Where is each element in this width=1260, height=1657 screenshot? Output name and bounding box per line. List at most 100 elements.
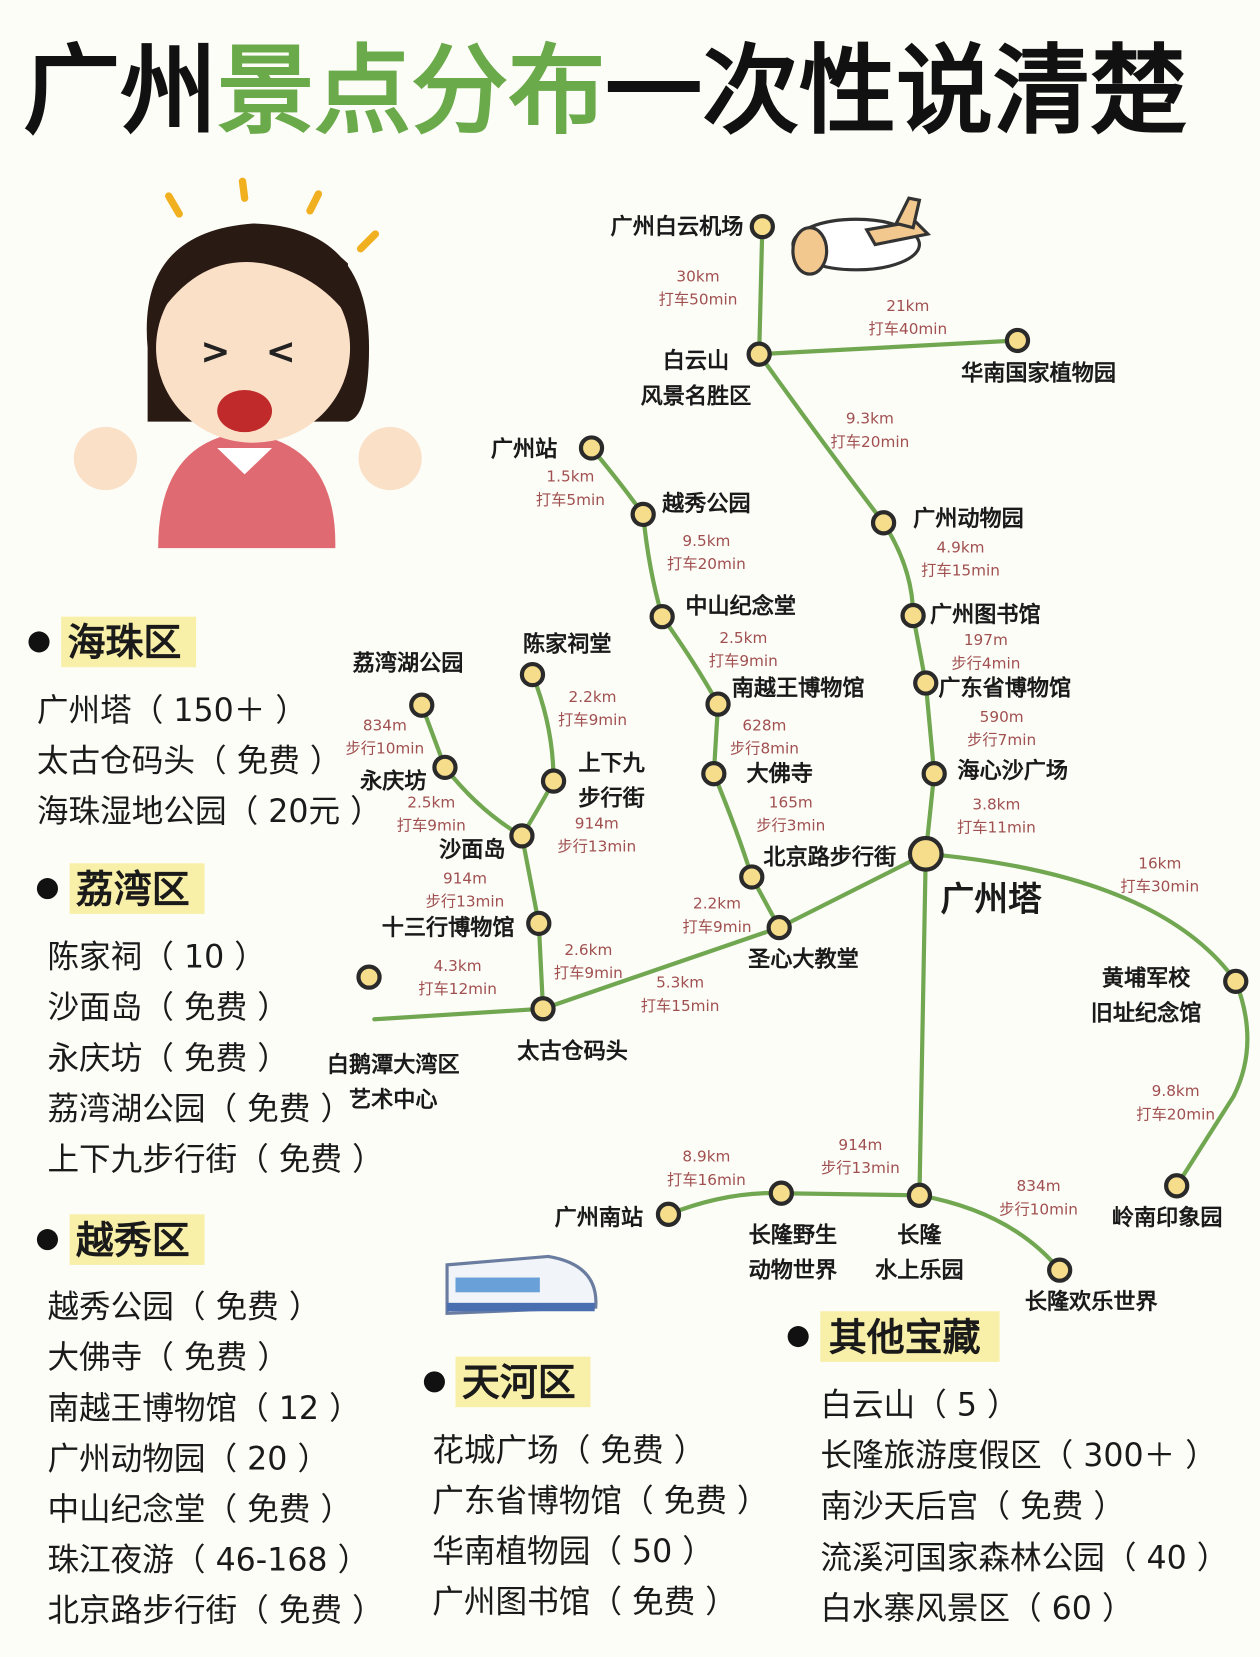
highlight [61,616,197,668]
label-liwan-lake: 荔湾湖公园 [352,650,464,676]
label-beijing-rd: 北京路步行街 [763,844,896,870]
district-others: 其他宝藏 白云山（ 5 ） 长隆旅游度假区（ 300＋ ） 南沙天后宫（ 免费 … [787,1311,1228,1627]
list-item: 海珠湿地公园（ 20元 ） [37,794,382,830]
label-baietan: 白鹅潭大湾区 [327,1052,460,1078]
svg-text:步行13min: 步行13min [426,893,505,911]
excited-girl-illustration: > < [73,177,422,549]
node-shengxin [766,914,792,941]
svg-text:914m: 914m [443,869,487,887]
route-label: 9.5km 打车20min [667,532,746,573]
bullet-icon [36,1229,58,1251]
list-item: 永庆坊（ 免费 ） [47,1041,288,1077]
label-gz-station: 广州站 [491,436,557,462]
svg-text:834m: 834m [363,716,407,734]
svg-text:9.3km: 9.3km [846,410,894,428]
district-title: 荔湾区 [76,867,190,911]
route-label: 165m 步行3min [756,793,825,834]
node-airport [749,213,775,240]
svg-text:165m: 165m [769,793,813,811]
node-shamian [509,823,535,849]
label-shangxiajiu: 上下九 [578,751,645,777]
district-title: 海珠区 [67,621,181,665]
svg-text:197m: 197m [964,631,1008,649]
label-zoo: 广州动物园 [913,506,1024,532]
svg-text:打车9min: 打车9min [558,711,627,729]
label-tower: 广州塔 [941,880,1042,919]
node-happy-world [1047,1257,1073,1283]
node-zoo [870,510,897,536]
list-item: 华南植物园（ 50 ） [432,1534,714,1570]
list-item: 中山纪念堂（ 免费 ） [47,1492,352,1528]
svg-text:打车5min: 打车5min [536,491,605,509]
node-wildlife [768,1180,794,1206]
svg-text:步行13min: 步行13min [557,838,636,856]
svg-text:步行3min: 步行3min [756,817,825,835]
svg-text:2.5km: 2.5km [719,629,767,647]
district-title: 越秀区 [76,1218,190,1262]
svg-text:打车30min: 打车30min [1120,878,1199,896]
svg-text:914m: 914m [575,815,619,833]
svg-text:打车16min: 打车16min [667,1171,746,1189]
label-yuexiu-park: 越秀公园 [661,491,751,517]
node-gz-station [578,435,605,461]
list-item: 广州图书馆（ 免费 ） [432,1585,737,1621]
label-water-park: 长隆 [897,1223,942,1249]
node-baietan [356,964,382,990]
route-label: 16km 打车30min [1120,855,1199,896]
node-huanan [1004,327,1031,354]
list-item: 流溪河国家森林公园（ 40 ） [820,1540,1228,1576]
list-item: 广州塔（ 150＋ ） [37,693,307,729]
label-shamian: 沙面岛 [439,837,505,863]
list-item: 花城广场（ 免费 ） [432,1433,705,1469]
svg-text:834m: 834m [1017,1177,1061,1195]
svg-text:打车11min: 打车11min [957,819,1036,837]
node-baiyun [746,341,772,367]
node-tower [907,835,944,872]
highlight [69,1214,205,1265]
label-dafo: 大佛寺 [747,761,813,787]
svg-text:2.2km: 2.2km [693,895,741,913]
node-chen-clan [519,661,546,688]
svg-text:>: > [200,332,230,373]
label-shisanhang: 十三行博物馆 [382,915,515,941]
svg-text:打车20min: 打车20min [667,555,746,573]
bullet-icon [787,1326,809,1348]
node-huangpu [1223,968,1249,994]
node-nanyue [705,691,731,717]
district-haizhu: 海珠区 广州塔（ 150＋ ） 太古仓码头（ 免费 ） 海珠湿地公园（ 20元 … [28,616,382,830]
svg-text:16km: 16km [1138,855,1181,873]
label-water-park-2: 水上乐园 [875,1258,964,1284]
label-chen-clan: 陈家祠堂 [523,631,612,657]
list-item: 北京路步行街（ 免费 ） [47,1593,383,1629]
label-yongqing: 永庆坊 [360,768,426,794]
list-item: 广州动物园（ 20 ） [47,1441,329,1477]
label-baiyun-2: 风景名胜区 [641,384,752,410]
list-item: 上下九步行街（ 免费 ） [47,1142,383,1178]
label-baiyun: 白云山 [663,348,729,374]
list-item: 太古仓码头（ 免费 ） [37,744,342,780]
svg-text:打车9min: 打车9min [682,918,751,936]
label-south-station: 广州南站 [555,1205,644,1231]
label-library: 广州图书馆 [930,602,1041,628]
district-title: 其他宝藏 [829,1315,981,1359]
svg-text:打车40min: 打车40min [868,320,947,338]
node-lingnan [1164,1173,1190,1199]
node-south-station [655,1201,682,1227]
label-huangpu-2: 旧址纪念馆 [1091,1000,1202,1026]
svg-text:914m: 914m [838,1136,882,1154]
svg-text:9.5km: 9.5km [682,532,730,550]
list-item: 白云山（ 5 ） [820,1388,1018,1424]
label-shengxin: 圣心大教堂 [748,947,859,973]
label-baietan-2: 艺术中心 [349,1087,438,1113]
svg-text:1.5km: 1.5km [546,468,594,486]
